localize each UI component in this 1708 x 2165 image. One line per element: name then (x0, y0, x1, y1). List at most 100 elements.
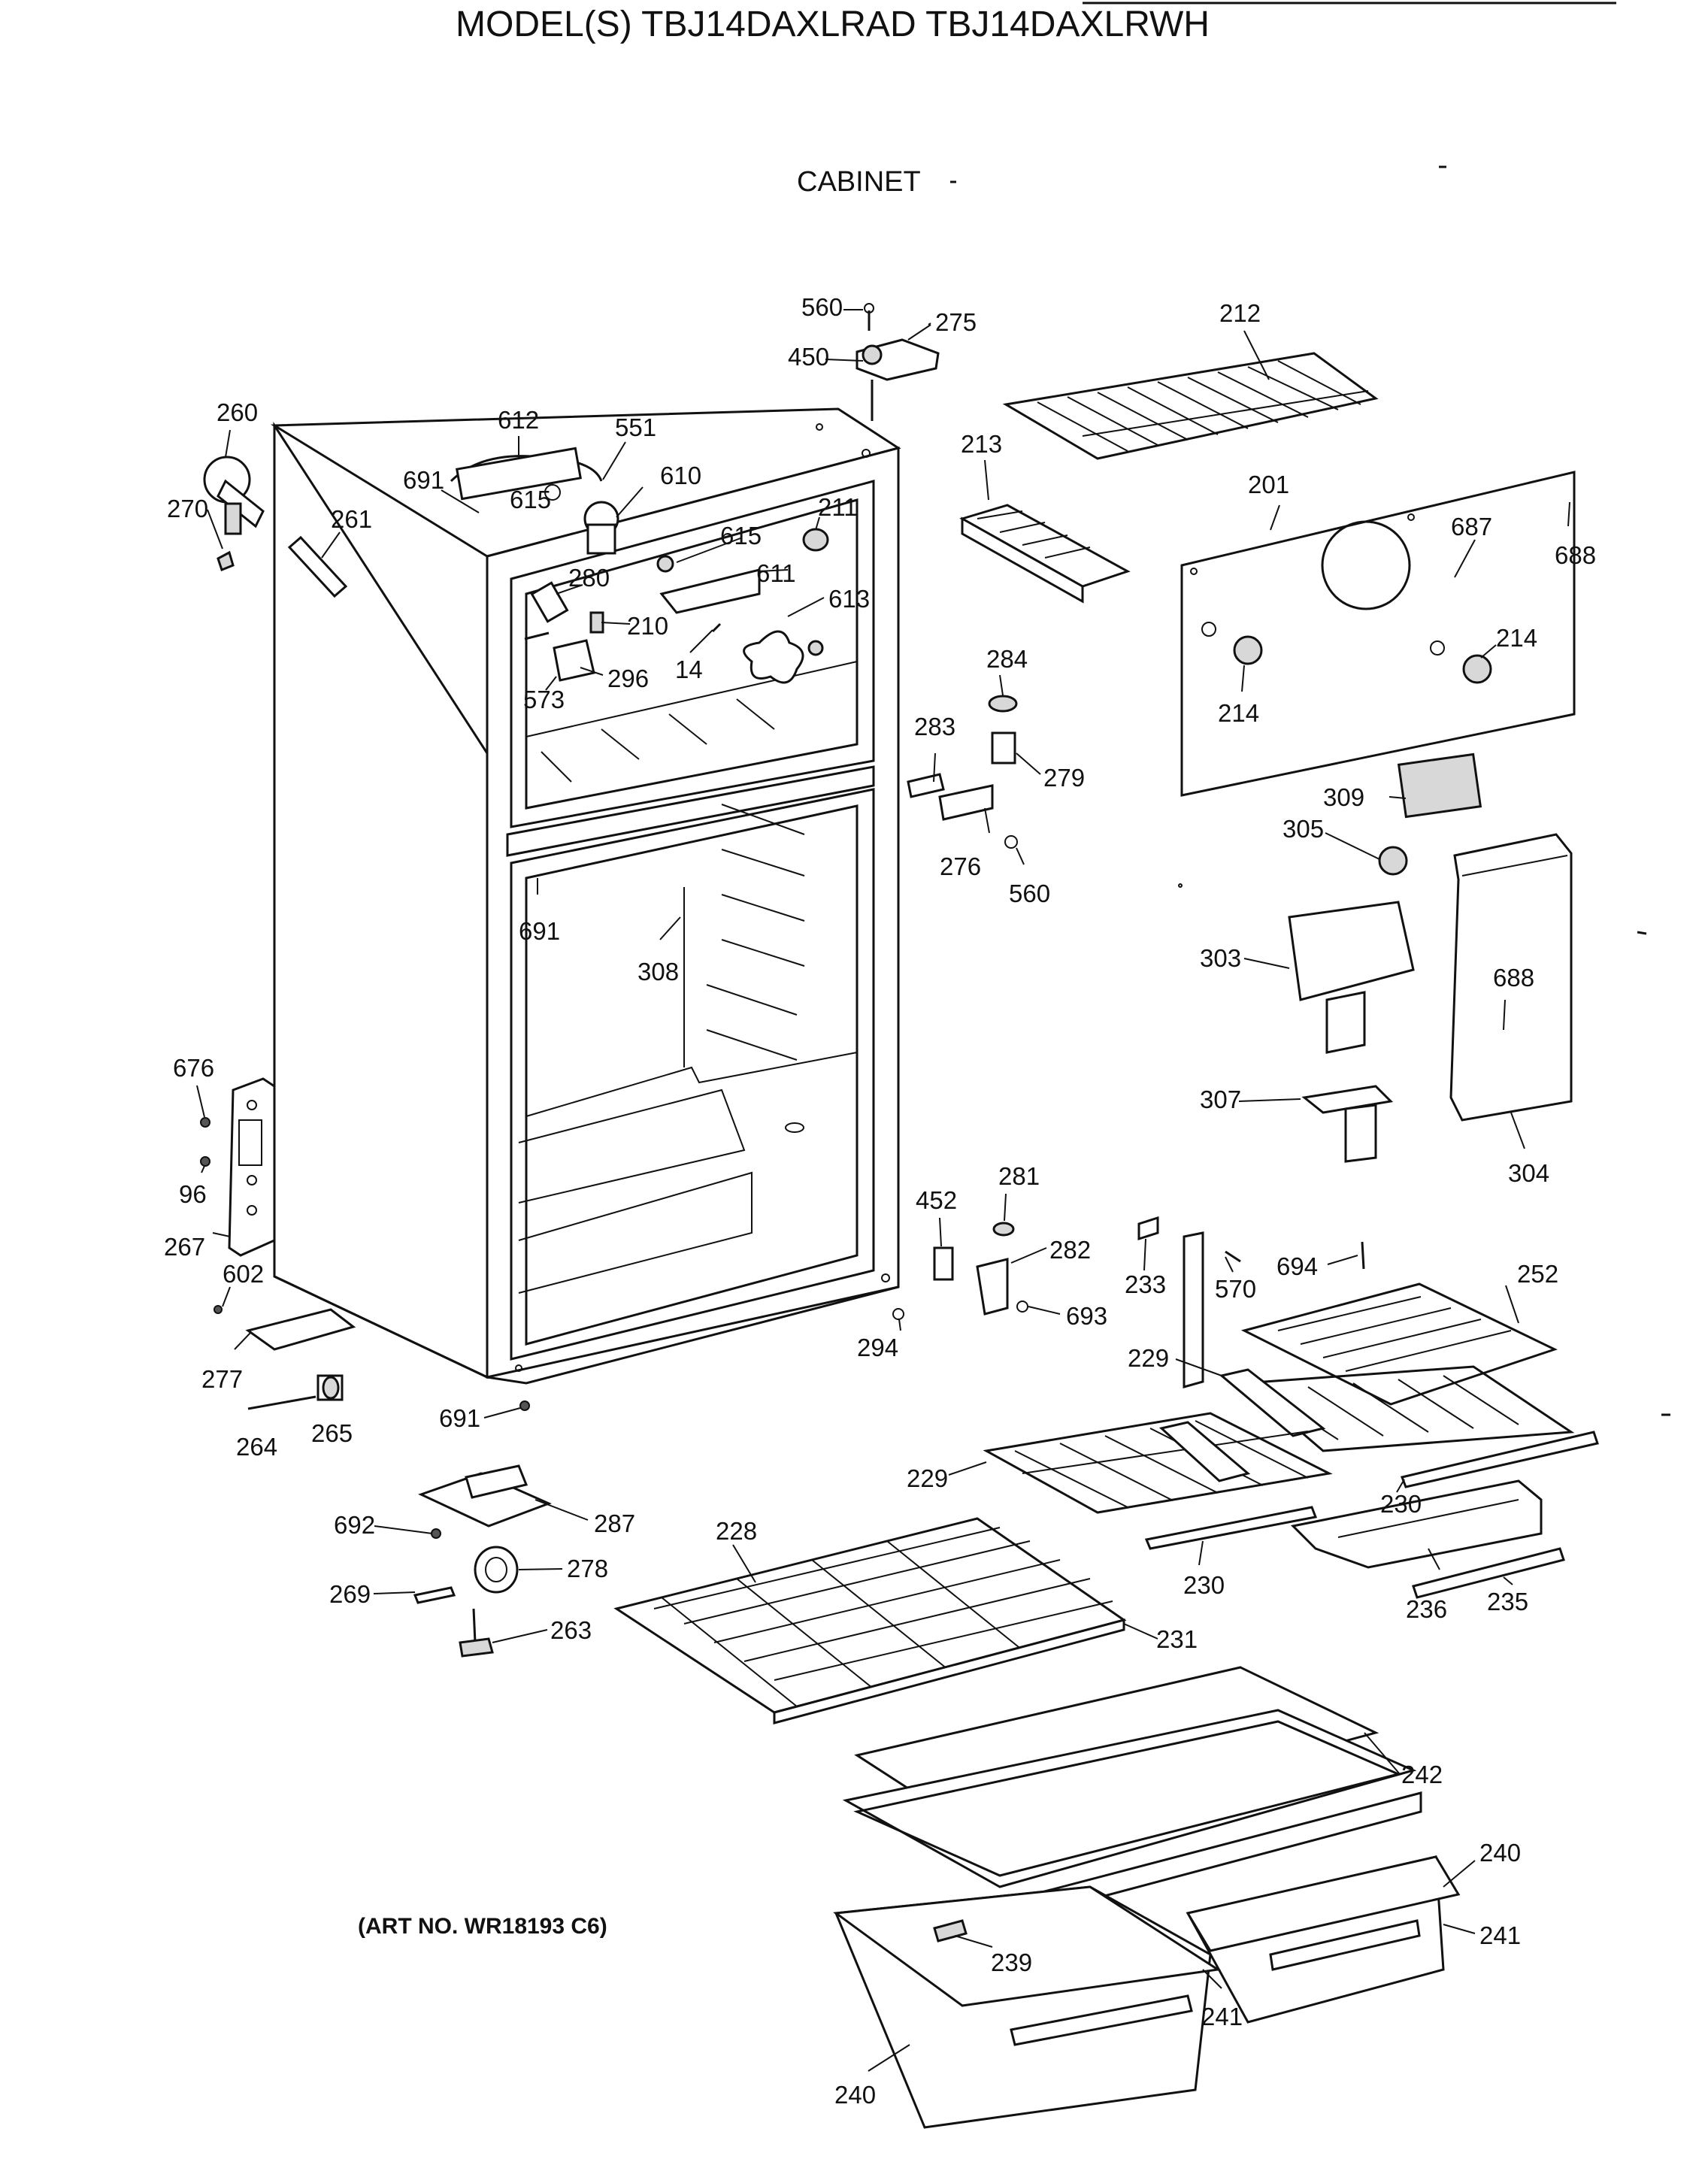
crisper-drawer-left (832, 1885, 1222, 2129)
callout-296: 296 (607, 665, 649, 692)
callout-279: 279 (1043, 764, 1085, 792)
callout-694: 694 (1276, 1252, 1318, 1280)
callout-615: 615 (510, 486, 551, 513)
callout-560-b: 560 (1009, 880, 1050, 907)
callout-229-lower: 229 (907, 1464, 948, 1492)
callout-284: 284 (986, 645, 1028, 673)
callout-210: 210 (627, 612, 668, 640)
callout-282: 282 (1049, 1236, 1091, 1264)
leveling-leg-263 (459, 1608, 494, 1658)
air-damper (1288, 901, 1415, 1054)
callout-236: 236 (1406, 1595, 1447, 1623)
freezer-wire-shelf (1002, 352, 1379, 460)
callout-691: 691 (403, 466, 444, 494)
screw-96 (200, 1156, 210, 1167)
callout-573: 573 (523, 686, 565, 713)
callout-570: 570 (1215, 1275, 1256, 1303)
callout-201: 201 (1248, 471, 1289, 498)
callout-96: 96 (179, 1180, 207, 1208)
callout-308: 308 (637, 958, 679, 986)
leader-lines (196, 309, 1570, 2072)
roller-278 (474, 1546, 519, 1594)
screw-691-bottom (519, 1400, 530, 1411)
callout-688: 688 (1555, 541, 1596, 569)
callout-231: 231 (1156, 1625, 1198, 1653)
shelf-ladder (1137, 1216, 1365, 1388)
leveler-bracket-287 (418, 1464, 552, 1528)
callout-307: 307 (1200, 1086, 1241, 1113)
callout-240-left: 240 (834, 2081, 876, 2109)
shelf-229-left (983, 1412, 1333, 1514)
callout-14: 14 (675, 656, 703, 683)
ice-tray (959, 504, 1131, 604)
plate-277 (245, 1308, 356, 1351)
lower-hinge-parts (892, 1222, 1028, 1320)
callout-305: 305 (1283, 815, 1324, 843)
shelf-229-right (1219, 1365, 1575, 1452)
callout-294: 294 (857, 1334, 898, 1361)
callout-283: 283 (914, 713, 955, 740)
callout-281: 281 (998, 1162, 1040, 1190)
callout-229-upper: 229 (1128, 1344, 1169, 1372)
part-239 (933, 1919, 968, 1942)
trim-235 (1412, 1547, 1565, 1599)
callout-276: 276 (940, 852, 981, 880)
callout-602: 602 (223, 1260, 264, 1288)
callout-611: 611 (756, 559, 796, 587)
freezer-hardware (450, 447, 829, 684)
callout-278: 278 (567, 1555, 608, 1582)
section-title: CABINET (797, 166, 921, 198)
callout-452: 452 (916, 1186, 957, 1214)
callout-260: 260 (217, 398, 258, 426)
tube-261 (287, 535, 348, 598)
callout-280: 280 (568, 564, 610, 592)
shelf-228 (613, 1517, 1127, 1724)
model-title: MODEL(S) TBJ14DAXLRAD TBJ14DAXLRWH (456, 5, 1210, 44)
callout-610: 610 (660, 462, 701, 489)
control-panel-cover (1180, 471, 1576, 797)
callout-688-b: 688 (1493, 964, 1534, 992)
callout-213: 213 (961, 430, 1002, 458)
stray-dot (1178, 883, 1183, 888)
callout-228: 228 (716, 1517, 757, 1545)
bracket-267 (228, 1077, 276, 1257)
callout-252: 252 (1517, 1260, 1558, 1288)
crisper-drawer-right (1186, 1855, 1461, 2024)
glass-shelf-252 (1240, 1282, 1558, 1406)
callout-264: 264 (236, 1433, 277, 1461)
trim-230-left (1144, 1506, 1318, 1550)
callout-230-left: 230 (1183, 1571, 1225, 1599)
label-309 (1397, 752, 1482, 819)
callout-269: 269 (329, 1580, 371, 1608)
stray-dash (1637, 931, 1647, 935)
callout-287: 287 (594, 1509, 635, 1537)
callout-214-left: 214 (1218, 699, 1259, 727)
air-duct (1449, 833, 1573, 1122)
callout-303: 303 (1200, 944, 1241, 972)
pin-269 (413, 1586, 456, 1604)
pan-236 (1290, 1479, 1543, 1569)
callout-239: 239 (991, 1949, 1032, 1976)
screw-676 (200, 1117, 210, 1128)
callout-261: 261 (331, 505, 372, 533)
fitting-270 (217, 550, 235, 571)
trim-230-right (1400, 1431, 1599, 1488)
callout-labels: 560 275 450 212 260 612 551 691 610 615 … (164, 293, 1596, 2109)
art-number: (ART NO. WR18193 C6) (358, 1914, 607, 1939)
callout-235: 235 (1487, 1588, 1528, 1615)
callout-612: 612 (498, 406, 539, 434)
callout-309: 309 (1323, 783, 1364, 811)
knob-305 (1378, 846, 1408, 876)
callout-263: 263 (550, 1616, 592, 1644)
callout-212: 212 (1219, 299, 1261, 327)
damper-control (1301, 1085, 1394, 1163)
top-hinge (856, 303, 940, 421)
callout-230-right: 230 (1380, 1490, 1422, 1518)
rod-264 (247, 1395, 316, 1410)
callout-233: 233 (1125, 1270, 1166, 1298)
screw-602 (214, 1305, 223, 1314)
callout-692: 692 (334, 1511, 375, 1539)
callout-241-left: 241 (1201, 2003, 1243, 2030)
